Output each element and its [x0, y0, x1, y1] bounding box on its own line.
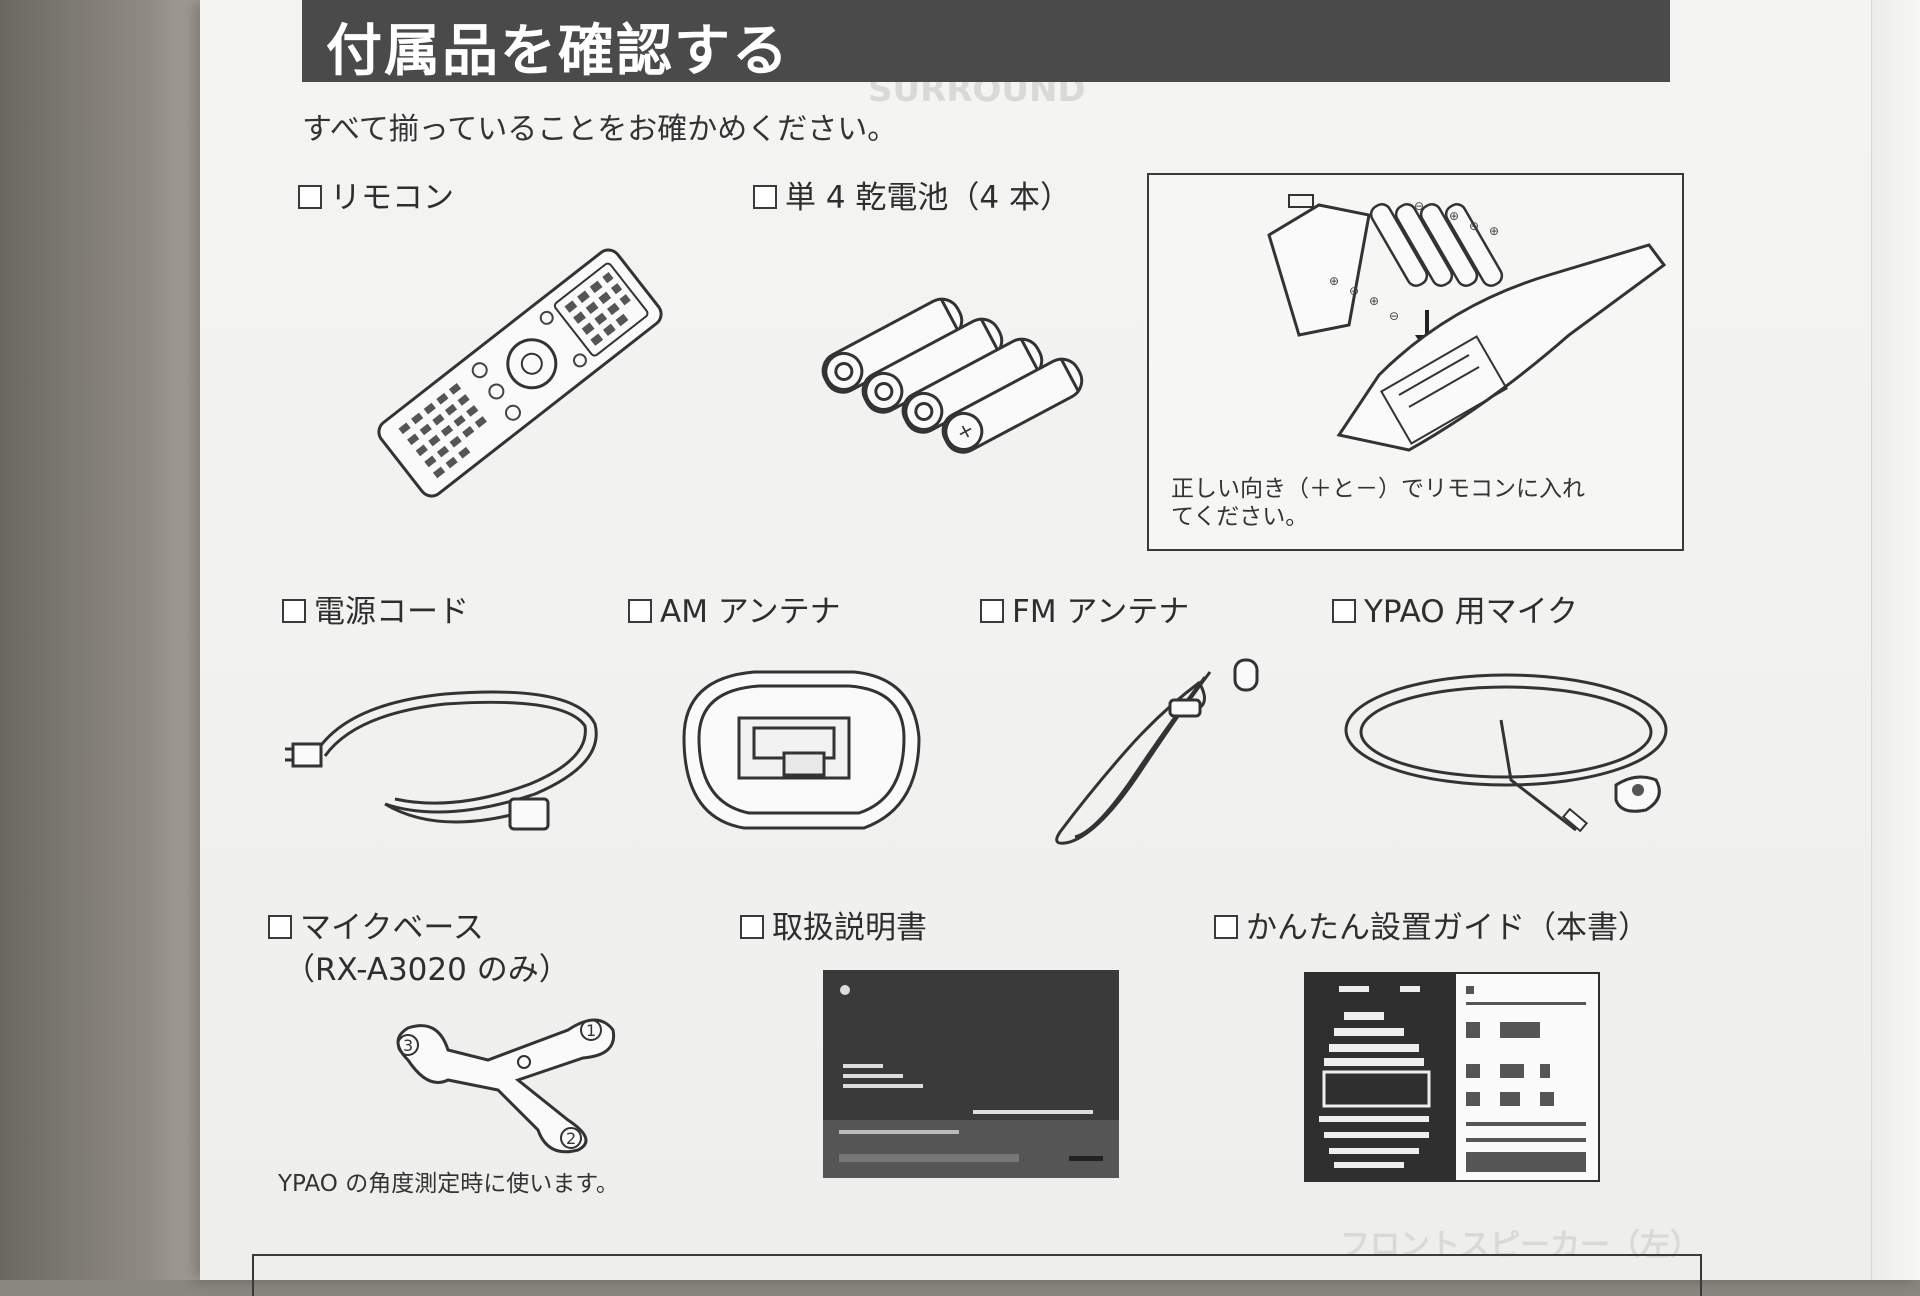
svg-text:2: 2	[566, 1129, 576, 1148]
checkbox-icon[interactable]	[268, 915, 292, 939]
checklist-item-remote: リモコン	[298, 172, 454, 217]
checkbox-icon[interactable]	[282, 599, 306, 623]
checkbox-icon[interactable]	[1332, 599, 1356, 623]
fm-antenna-illustration	[1055, 658, 1259, 845]
checklist-item-ypao-mic: YPAO 用マイク	[1332, 586, 1578, 631]
section-header-band	[302, 0, 1670, 82]
section-title: 付属品を確認する	[326, 19, 790, 84]
svg-text:⊕: ⊕	[1489, 224, 1499, 238]
power-cord-illustration	[285, 690, 598, 831]
item-label: マイクベース	[300, 910, 484, 946]
callout-text-line1: 正しい向き（＋と－）でリモコンに入れ	[1171, 476, 1585, 502]
checklist-item-fm-antenna: FM アンテナ	[980, 586, 1189, 631]
checkbox-icon[interactable]	[753, 185, 777, 209]
svg-text:⊖: ⊖	[1389, 309, 1399, 323]
checkbox-icon[interactable]	[1214, 915, 1238, 939]
remote-control-illustration	[377, 248, 663, 498]
svg-text:⊖: ⊖	[1414, 199, 1424, 213]
quick-guide-illustration	[1304, 972, 1600, 1182]
item-label: YPAO 用マイク	[1364, 594, 1578, 630]
checklist-item-power-cord: 電源コード	[282, 586, 469, 631]
svg-text:1: 1	[586, 1021, 596, 1040]
svg-text:⊕: ⊕	[1369, 294, 1379, 308]
am-antenna-illustration	[682, 670, 921, 830]
battery-insertion-illustration: ⊖ ⊕ ⊖ ⊕ ⊕ ⊖ ⊕ ⊖	[1267, 194, 1667, 452]
checklist-item-batteries: 単 4 乾電池（4 本）	[753, 172, 1071, 217]
svg-text:⊖: ⊖	[1469, 219, 1479, 233]
checklist-item-am-antenna: AM アンテナ	[628, 586, 841, 631]
intro-text: すべて揃っていることをお確かめください。	[302, 112, 898, 147]
item-label: 単 4 乾電池（4 本）	[785, 180, 1072, 216]
background-surface	[0, 0, 210, 1280]
checklist-item-manual: 取扱説明書	[740, 902, 927, 947]
svg-text:⊖: ⊖	[1349, 284, 1359, 298]
item-label: リモコン	[330, 180, 454, 216]
checkbox-icon[interactable]	[298, 185, 322, 209]
owners-manual-illustration	[823, 970, 1119, 1178]
item-label: 電源コード	[314, 594, 469, 630]
item-label: AM アンテナ	[660, 594, 841, 630]
show-through-text: フロントスピーカー（左）	[1340, 1228, 1700, 1263]
item-label: かんたん設置ガイド（本書）	[1246, 910, 1649, 946]
mic-base-illustration: 3 1 2	[396, 1018, 616, 1154]
checklist-item-quick-guide: かんたん設置ガイド（本書）	[1214, 902, 1649, 947]
batteries-illustration: +	[821, 297, 1084, 454]
battery-insertion-callout: ⊖ ⊕ ⊖ ⊕ ⊕ ⊖ ⊕ ⊖ 正しい向き（＋と－）でリモコンに入れ てください。	[1147, 173, 1684, 551]
svg-text:3: 3	[403, 1036, 413, 1055]
callout-text-line2: てください。	[1171, 504, 1309, 530]
item-label: 取扱説明書	[772, 910, 927, 946]
checklist-item-mic-base: マイクベース	[268, 902, 484, 947]
ypao-mic-illustration	[1344, 673, 1668, 833]
mic-base-caption: YPAO の角度測定時に使います。	[278, 1171, 619, 1197]
next-section-box	[252, 1254, 1702, 1296]
checkbox-icon[interactable]	[980, 599, 1004, 623]
page-edge	[1871, 0, 1920, 1280]
checkbox-icon[interactable]	[628, 599, 652, 623]
svg-text:⊕: ⊕	[1449, 209, 1459, 223]
item-label: FM アンテナ	[1012, 594, 1190, 630]
mic-base-model-note: （RX-A3020 のみ）	[284, 952, 570, 988]
svg-text:⊕: ⊕	[1329, 274, 1339, 288]
checkbox-icon[interactable]	[740, 915, 764, 939]
